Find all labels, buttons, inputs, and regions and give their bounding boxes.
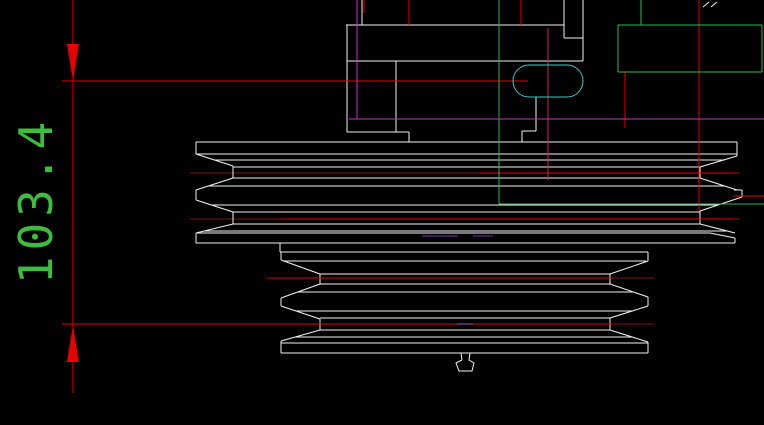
green-reference-lines <box>498 0 764 205</box>
white-geometry-line <box>609 329 649 343</box>
white-geometry-line <box>710 1 718 8</box>
white-geometry-line <box>280 305 321 320</box>
white-geometry-line <box>609 283 649 298</box>
white-geometry-line <box>195 223 234 234</box>
white-geometry-line <box>195 199 234 213</box>
dimension-label: 103.4 <box>9 115 63 285</box>
slot-hole <box>512 64 584 98</box>
white-geometry-line <box>280 329 321 342</box>
dim-arrow-bottom <box>67 325 79 362</box>
white-geometry-line <box>699 155 738 168</box>
red-bright-lines <box>62 0 764 393</box>
white-geometry-line <box>280 283 321 299</box>
dim-arrow-top <box>67 44 79 81</box>
white-geometry-line <box>195 177 234 191</box>
centerlines-dark-red <box>190 172 740 325</box>
white-geometry-line <box>280 259 321 275</box>
white-geometry-line <box>609 260 649 275</box>
white-geometry-line <box>699 177 738 191</box>
white-geometry-line <box>709 232 736 239</box>
white-geometry <box>195 0 743 354</box>
grease-fitting <box>455 352 475 372</box>
magenta-lines <box>349 0 764 120</box>
white-geometry-line <box>609 305 649 319</box>
white-geometry-line <box>699 223 736 234</box>
white-geometry-line <box>702 1 710 8</box>
